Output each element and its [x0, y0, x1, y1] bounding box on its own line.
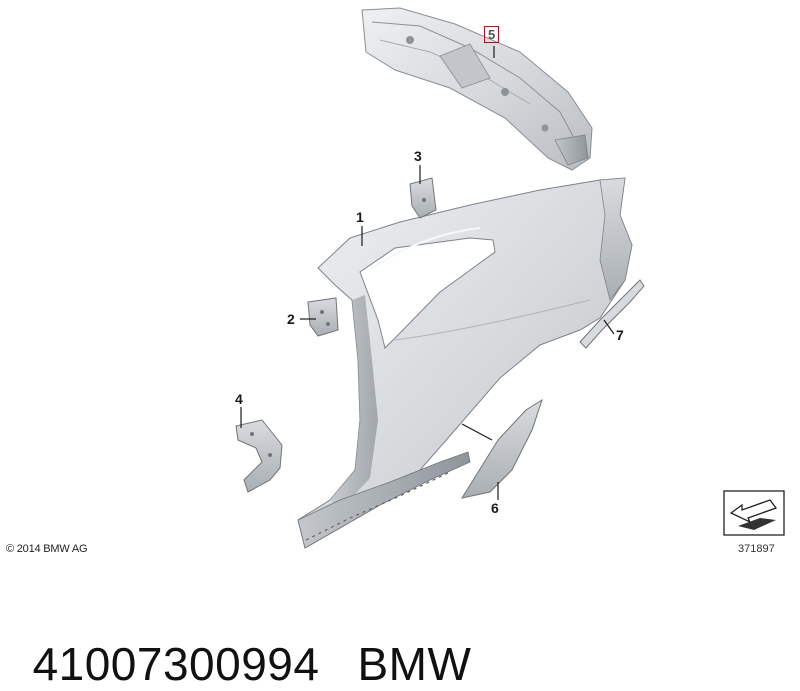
part-1-side-panel: [297, 177, 633, 549]
callout-1: 1: [356, 209, 364, 225]
callout-6: 6: [491, 500, 499, 516]
brand-name: BMW: [357, 638, 472, 690]
part-4-bracket: [235, 419, 283, 493]
callout-5: 5: [484, 26, 500, 43]
part-5-rear-panel: [361, 7, 593, 171]
callout-7: 7: [616, 327, 624, 343]
part-caption: 41007300994 BMW: [6, 583, 471, 691]
callout-3: 3: [414, 148, 422, 164]
part-number: 41007300994: [32, 638, 320, 690]
part-2-bracket: [307, 297, 339, 337]
part-6-panel: [460, 398, 543, 499]
parts-diagram: [235, 7, 785, 549]
reference-number: 371897: [738, 543, 775, 555]
part-3-bracket: [409, 177, 437, 219]
copyright-notice: © 2014 BMW AG: [6, 543, 88, 555]
callout-2: 2: [287, 311, 295, 327]
direction-arrow-icon: [723, 490, 785, 536]
callout-4: 4: [235, 391, 243, 407]
part-7-trim: [579, 279, 645, 349]
leader-lines: [240, 46, 615, 500]
